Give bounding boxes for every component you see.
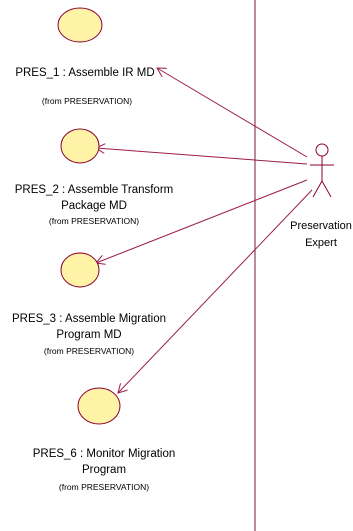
associations [96,68,313,393]
use-case-pres-3[interactable]: PRES_3 : Assemble Migration Program MD (… [12,252,166,356]
use-case-package: (from PRESERVATION) [59,482,149,492]
use-case-package: (from PRESERVATION) [44,346,134,356]
use-case-package: (from PRESERVATION) [49,216,139,226]
association-pres-6 [118,189,313,393]
use-case-name-line-2: Package MD [61,200,127,212]
use-case-ellipse [57,7,103,43]
actor-name: Preservation [290,220,352,232]
use-case-name: PRES_3 : Assemble Migration [12,313,166,325]
use-case-name: PRES_6 : Monitor Migration [33,448,176,460]
use-case-name-line-2: Program [82,464,126,476]
association-pres-1 [157,68,308,158]
actor-preservation-expert[interactable]: Preservation Expert [290,143,352,249]
use-case-ellipse [60,128,100,164]
use-case-name-line-2: Program MD [56,329,121,341]
use-case-ellipse [60,252,100,288]
use-case-package: (from PRESERVATION) [42,96,132,106]
use-case-pres-6[interactable]: PRES_6 : Monitor Migration Program (from… [33,387,176,492]
use-case-name: PRES_2 : Assemble Transform [15,184,174,196]
association-pres-3 [96,179,308,263]
use-case-pres-2[interactable]: PRES_2 : Assemble Transform Package MD (… [15,128,174,226]
actor-name-line-2: Expert [305,237,337,249]
association-pres-2 [96,148,308,165]
use-case-name: PRES_1 : Assemble IR MD [15,67,154,79]
use-case-ellipse [77,387,121,425]
use-case-pres-1[interactable]: PRES_1 : Assemble IR MD (from PRESERVATI… [15,7,155,106]
stick-figure-actor-icon [310,143,334,198]
